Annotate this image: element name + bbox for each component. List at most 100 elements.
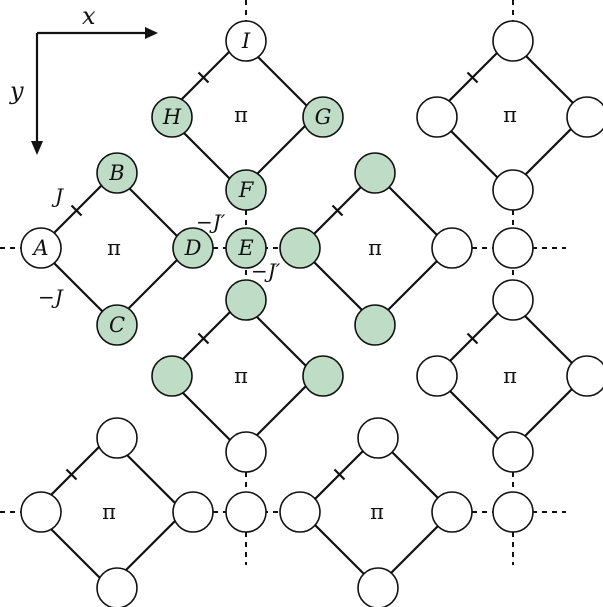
flux-label: π xyxy=(234,103,248,127)
site-circle xyxy=(96,567,138,607)
site-circle xyxy=(566,96,603,138)
site-label: D xyxy=(184,236,202,260)
site-s22 xyxy=(492,227,534,269)
y-axis-label: y xyxy=(9,77,24,105)
sign-tick-mark xyxy=(70,204,83,217)
site-label: I xyxy=(241,29,251,53)
dashed-bond-group xyxy=(0,0,566,565)
site-circle xyxy=(431,227,473,269)
x-arrow-head-icon xyxy=(145,27,158,39)
site-s17 xyxy=(225,431,267,473)
site-circle xyxy=(492,20,534,62)
site-label: H xyxy=(162,105,182,129)
site-circle xyxy=(302,96,344,138)
site-label: A xyxy=(31,236,48,260)
edge-label-minus-Jprime-top: −J′ xyxy=(196,210,226,234)
site-A: A xyxy=(20,227,62,269)
site-circle xyxy=(151,355,193,397)
x-axis-label: x xyxy=(82,2,96,30)
site-s31 xyxy=(225,491,267,533)
site-s27 xyxy=(96,417,138,459)
site-circle xyxy=(225,491,267,533)
sign-tick-mark xyxy=(331,204,344,217)
site-s29 xyxy=(172,491,214,533)
site-s25 xyxy=(566,355,603,397)
site-s34 xyxy=(431,491,473,533)
site-s20 xyxy=(566,96,603,138)
site-B: B xyxy=(96,152,138,194)
site-s33 xyxy=(357,417,399,459)
site-H: H xyxy=(151,96,193,138)
site-s13 xyxy=(431,227,473,269)
site-s14 xyxy=(225,279,267,321)
site-circle xyxy=(225,431,267,473)
site-circle xyxy=(172,227,214,269)
site-circle xyxy=(20,491,62,533)
site-circle xyxy=(96,152,138,194)
axes: x y xyxy=(9,2,158,155)
site-circle xyxy=(357,567,399,607)
site-circle xyxy=(225,20,267,62)
sign-tick-mark xyxy=(197,332,210,345)
sign-tick-mark xyxy=(65,468,78,481)
site-circle xyxy=(302,355,344,397)
site-s26 xyxy=(492,431,534,473)
flux-label: π xyxy=(107,236,121,260)
site-s28 xyxy=(20,491,62,533)
site-label: B xyxy=(108,161,124,185)
site-circle xyxy=(172,491,214,533)
edge-label-minus-J: −J xyxy=(38,285,64,309)
site-s30 xyxy=(96,567,138,607)
flux-label: π xyxy=(370,500,384,524)
site-s24 xyxy=(416,355,458,397)
site-s36 xyxy=(492,491,534,533)
y-arrow-head-icon xyxy=(31,141,43,155)
site-circle xyxy=(354,304,396,346)
site-circle xyxy=(96,417,138,459)
site-F: F xyxy=(225,169,267,211)
site-circle xyxy=(492,279,534,321)
site-C: C xyxy=(96,304,138,346)
site-circle xyxy=(492,169,534,211)
site-circle xyxy=(492,431,534,473)
site-circle xyxy=(225,279,267,321)
site-circle xyxy=(416,355,458,397)
site-circle xyxy=(566,355,603,397)
site-D: D xyxy=(172,227,214,269)
edge-label-minus-Jprime-bottom: −J′ xyxy=(251,259,281,283)
flux-label: π xyxy=(102,500,116,524)
flux-label: π xyxy=(234,364,248,388)
site-circle xyxy=(357,417,399,459)
site-E: E xyxy=(225,227,267,269)
site-label: G xyxy=(315,105,332,129)
site-label: E xyxy=(237,236,253,260)
site-s32 xyxy=(279,491,321,533)
edge-label-J: J xyxy=(51,184,64,208)
site-I: I xyxy=(225,20,267,62)
site-circle xyxy=(20,227,62,269)
site-circle xyxy=(225,169,267,211)
sign-tick-mark xyxy=(466,332,479,345)
site-label: C xyxy=(109,313,125,337)
site-s10 xyxy=(279,227,321,269)
site-circle xyxy=(492,227,534,269)
site-s19 xyxy=(416,96,458,138)
edge-labels: J −J −J′ −J′ xyxy=(38,184,281,309)
site-circle xyxy=(431,491,473,533)
flux-label: π xyxy=(368,236,382,260)
site-s23 xyxy=(492,279,534,321)
site-circle xyxy=(151,96,193,138)
site-s16 xyxy=(302,355,344,397)
sign-tick-mark xyxy=(333,468,346,481)
site-circle xyxy=(279,227,321,269)
sign-tick-mark xyxy=(466,71,479,84)
flux-label: π xyxy=(503,103,517,127)
site-s35 xyxy=(357,567,399,607)
site-circle xyxy=(354,152,396,194)
site-circle xyxy=(492,491,534,533)
site-s21 xyxy=(492,169,534,211)
site-s12 xyxy=(354,304,396,346)
